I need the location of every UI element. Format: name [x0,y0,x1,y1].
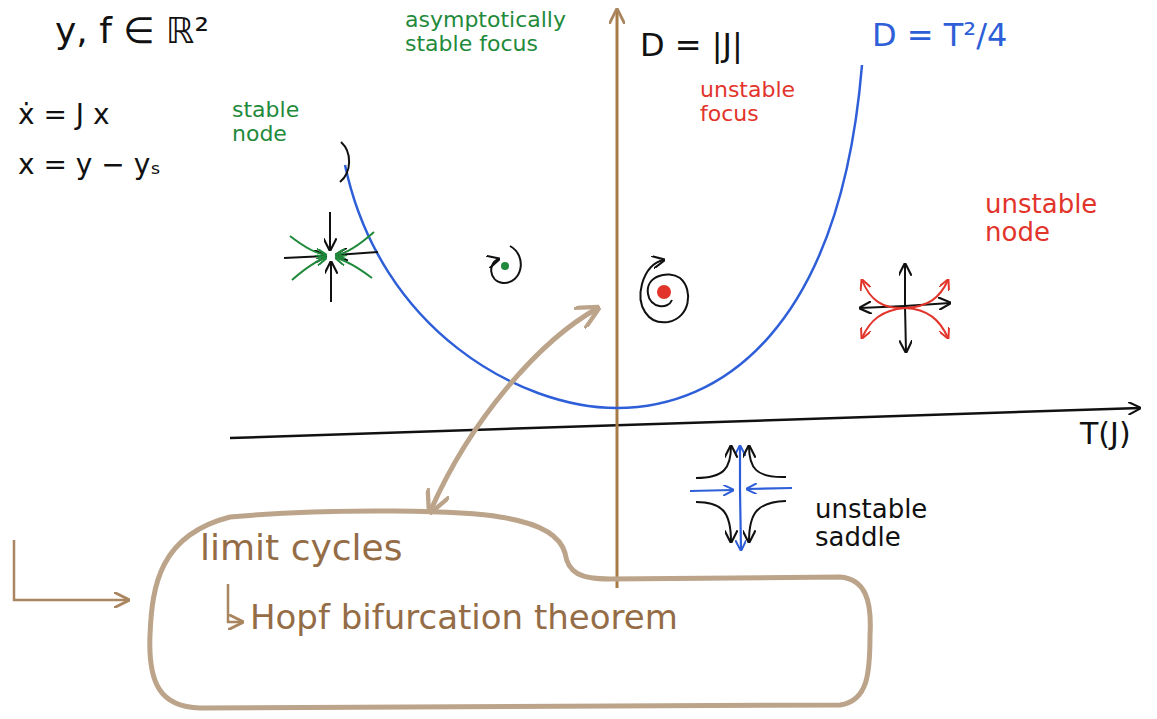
node-heading: limit cycles [200,527,402,568]
hook-arrow [14,540,128,600]
region-label: stable node [232,98,332,146]
vector-space-note: y, f ∈ ℝ² [55,12,209,51]
callout-blob: limit cyclesHopf bifurcation theorem [140,505,880,713]
curve-label: D = T²/4 [872,18,1007,53]
hook-arrow [228,584,242,622]
parabola-curve [345,65,862,408]
axis-label: T(J) [1080,418,1131,450]
stable-node-symbol [284,212,378,302]
leader-arrow [430,308,598,512]
stable-focus-symbol [491,246,521,283]
perturbation-equation: x = y − yₛ [18,150,161,180]
region-label: unstable saddle [815,495,975,551]
region-label: unstable node [985,190,1125,246]
region-label: asymptotically stable focus [405,8,605,56]
axis-label: D = |J| [640,28,743,63]
saddle-symbol [690,446,792,550]
unstable-focus-symbol [640,260,688,322]
node-body: Hopf bifurcation theorem [250,597,678,637]
linear-system-equation: ẋ = J x [18,100,110,130]
bracket-mark [340,142,349,182]
unstable-node-symbol [860,264,950,352]
region-label: unstable focus [700,78,820,126]
trace-axis [230,408,1140,438]
determinant-axis [616,10,619,588]
